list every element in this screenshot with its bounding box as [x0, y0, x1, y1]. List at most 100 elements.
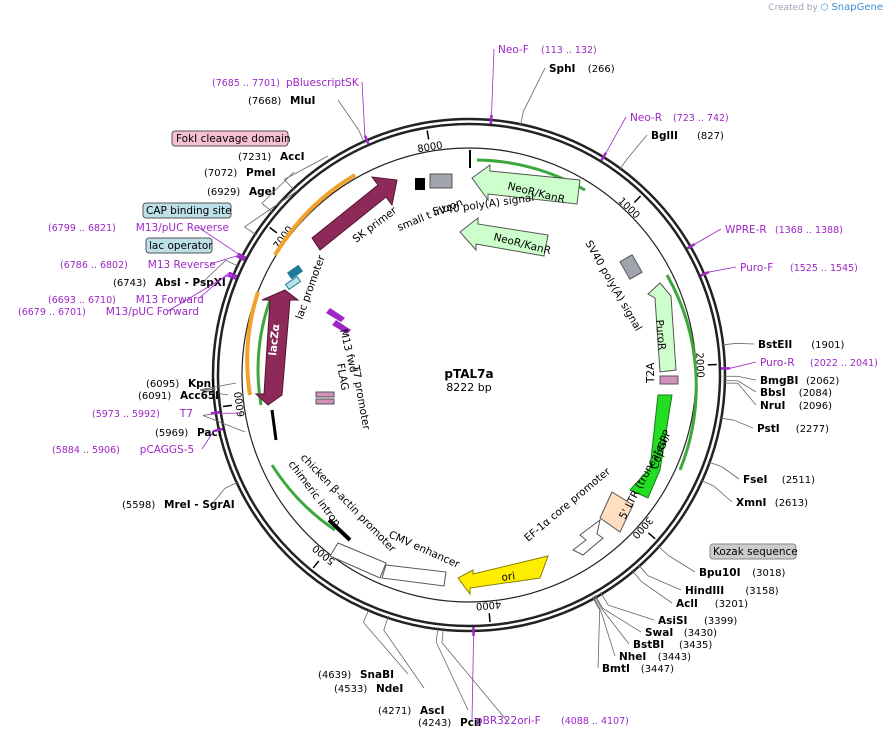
enzyme-position: (3443): [658, 652, 691, 663]
backbone-inner: [216, 122, 722, 628]
enzyme-site[interactable]: Bpu10I(3018): [657, 545, 786, 579]
enzyme-leader: [244, 190, 298, 228]
enzyme-leader: [713, 485, 733, 503]
enzyme-site[interactable]: SphI(266): [519, 63, 615, 127]
enzyme-name: NheI: [619, 651, 646, 663]
enzyme-leader: [597, 610, 601, 669]
enzyme-site[interactable]: SwaI(3430): [594, 595, 717, 639]
sk-primer-arrow: [311, 176, 398, 251]
primer-site[interactable]: (6679 .. 6701)M13/pUC Forward: [18, 274, 237, 318]
enzyme-leader: [244, 226, 258, 236]
primer-position: (113 .. 132): [541, 45, 597, 56]
primer-site[interactable]: (7685 .. 7701)pBluescriptSK: [212, 77, 370, 145]
tick-mark-5000: [312, 560, 320, 569]
lac-operator-marker: [284, 275, 302, 291]
enzyme-site[interactable]: (6091)Acc65I: [138, 389, 229, 402]
enzyme-site[interactable]: BbsI(2084): [722, 380, 832, 399]
primer-name: M13/pUC Reverse: [136, 222, 229, 234]
enzyme-site[interactable]: (6095)KpnI: [146, 378, 237, 391]
enzyme-leader: [737, 383, 757, 406]
enzyme-site[interactable]: (5969)PacI: [155, 412, 246, 439]
enzyme-site[interactable]: PstI(2277): [719, 417, 829, 435]
enzyme-site[interactable]: BmtI(3447): [592, 596, 674, 675]
primer-layer: Neo-F(113 .. 132)Neo-R(723 .. 742) WPRE-R…: [18, 44, 878, 727]
enzyme-leader: [721, 466, 740, 480]
enzyme-site[interactable]: (4533)NdeI: [334, 615, 425, 695]
label-ltr: 5' LTR (truncated): [617, 433, 672, 521]
enzyme-leader: [631, 569, 642, 582]
actin-promoter-box: [329, 542, 387, 579]
m13-fwd-marker: [326, 308, 345, 322]
enzyme-site[interactable]: NheI (3443): [592, 596, 691, 663]
enzyme-site[interactable]: (4243)PciI: [418, 627, 509, 729]
enzyme-name: BmgBI: [760, 375, 798, 387]
enzyme-site[interactable]: XmnI(2613): [700, 479, 808, 509]
enzyme-name: XmnI: [736, 497, 766, 509]
tick-label: 3000: [629, 514, 654, 540]
primer-site[interactable]: (6799 .. 6821)M13/pUC Reverse: [48, 222, 247, 259]
enzyme-position: (4243): [418, 718, 451, 729]
primer-site[interactable]: pBR322ori-F(4088 .. 4107): [471, 626, 629, 727]
enzyme-name: AclI: [676, 598, 698, 610]
enzyme-site[interactable]: HindIII(3158): [637, 564, 779, 597]
label-cmv: CMV enhancer: [387, 529, 462, 571]
t7-marker: [315, 398, 335, 405]
label-ef1a: EF-1α core promoter: [522, 465, 613, 544]
primer-site[interactable]: (6693 .. 6710)M13 Forward: [48, 271, 238, 306]
primer-site[interactable]: Neo-F(113 .. 132): [489, 44, 597, 125]
neo-outer-arrow: [471, 164, 581, 205]
enzyme-site[interactable]: (7231)AccI: [238, 151, 329, 191]
enzyme-site[interactable]: (7668)MluI: [248, 95, 366, 144]
primer-site[interactable]: Puro-F(1525 .. 1545): [700, 262, 858, 277]
enzyme-site[interactable]: BstBI(3435): [594, 595, 712, 651]
enzyme-leader: [284, 155, 329, 180]
primer-marker: [363, 135, 370, 145]
enzyme-site[interactable]: AsiSI(3399): [600, 592, 737, 627]
cmv-enhancer-box: [381, 564, 447, 587]
enzyme-site[interactable]: (7072)PmeI: [204, 167, 295, 214]
tick-mark-1000: [633, 195, 642, 203]
primer-site[interactable]: (5973 .. 5992)T7: [92, 408, 243, 420]
enzyme-site[interactable]: (6743)AbsI - PspXI: [113, 259, 240, 289]
enzyme-name: SphI: [549, 63, 575, 75]
primer-site[interactable]: (6786 .. 6802)M13 Reverse: [60, 254, 246, 271]
cap-box: [142, 202, 232, 219]
enzyme-site[interactable]: BglII(827): [618, 130, 724, 171]
enzyme-site[interactable]: (4639)SnaBI: [318, 608, 409, 681]
lac-operator-label: lac operator: [149, 240, 213, 252]
primer-marker: [236, 254, 246, 262]
enzyme-site[interactable]: AclI(3201): [631, 569, 748, 610]
t2a-box: [659, 375, 679, 385]
enzyme-site[interactable]: FseI(2511): [707, 461, 815, 486]
enzyme-position: (1901): [811, 340, 844, 351]
enzyme-position: (827): [697, 131, 724, 142]
tick-mark-3000: [647, 532, 656, 540]
primer-leader: [197, 272, 230, 300]
enzyme-site[interactable]: BstEII(1901): [721, 339, 845, 351]
flag-marker: [315, 391, 335, 398]
primer-site[interactable]: WPRE-R(1368 .. 1388): [686, 224, 843, 250]
enzyme-site[interactable]: (6929)AgeI: [207, 186, 298, 236]
primer-site[interactable]: Puro-R(2022 .. 2041): [720, 357, 878, 370]
primer-position: (6679 .. 6701): [18, 307, 86, 318]
primer-site[interactable]: Neo-R(723 .. 742): [600, 112, 729, 162]
enzyme-position: (7072): [204, 168, 237, 179]
enzyme-leader: [647, 575, 682, 591]
enzyme-position: (3435): [679, 640, 712, 651]
enzyme-site[interactable]: BmgBI(2062): [722, 375, 839, 387]
primer-leader: [491, 48, 495, 115]
primer-position: (7685 .. 7701): [212, 78, 280, 89]
tick-label: 6000: [233, 391, 247, 418]
primer-leader: [201, 430, 215, 450]
enzyme-position: (2511): [782, 475, 815, 486]
enzyme-site[interactable]: (4271)AscI: [378, 627, 469, 717]
primer-site[interactable]: (5884 .. 5906)pCAGGS-5: [52, 427, 224, 456]
enzyme-leader: [594, 595, 604, 609]
primer-name: Puro-F: [740, 262, 773, 274]
enzyme-leader: [594, 595, 603, 610]
enzyme-name: Acc65I: [180, 390, 219, 402]
enzyme-leader: [618, 157, 629, 171]
enzyme-leader: [358, 129, 366, 144]
enzyme-site[interactable]: (5598)MreI - SgrAI: [122, 481, 239, 511]
enzyme-site[interactable]: NruI(2096): [722, 382, 832, 412]
